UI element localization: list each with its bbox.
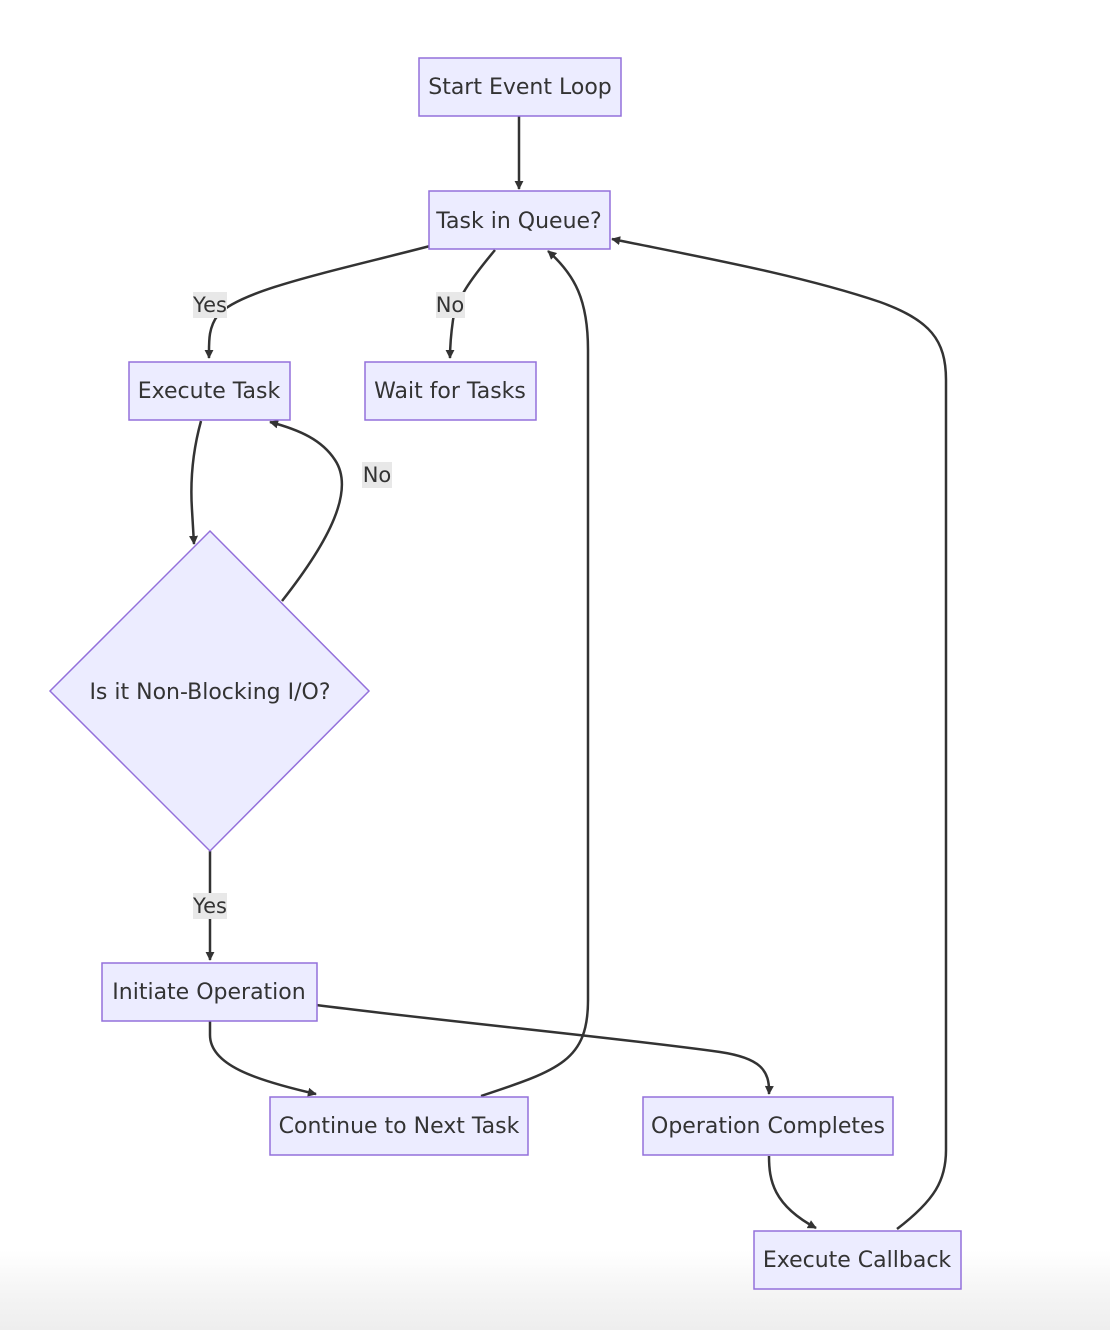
edge-labels: Yes No No Yes — [192, 292, 465, 919]
svg-text:No: No — [363, 463, 392, 487]
svg-text:No: No — [436, 293, 465, 317]
node-label: Task in Queue? — [435, 209, 601, 234]
edge-initiate-to-continue — [208, 1021, 317, 1097]
edge-completes-to-callback — [767, 1155, 817, 1230]
edge-label-nonblocking-no: No — [362, 462, 392, 488]
node-label: Wait for Tasks — [374, 379, 526, 404]
edge-label-nonblocking-yes: Yes — [192, 893, 227, 919]
node-execute-task[interactable]: Execute Task — [128, 361, 291, 421]
node-label: Initiate Operation — [112, 980, 305, 1005]
node-label: Continue to Next Task — [279, 1114, 520, 1139]
edge-nonblocking-no-to-execute-task — [269, 419, 344, 602]
edge-initiate-to-completes — [315, 1003, 774, 1095]
edge-execute-task-to-nonblocking — [189, 420, 203, 545]
svg-text:Yes: Yes — [192, 293, 227, 317]
edge-label-queue-yes: Yes — [192, 292, 227, 318]
edge-queue-to-execute-task — [204, 244, 431, 359]
node-label: Start Event Loop — [428, 75, 612, 100]
node-operation-completes[interactable]: Operation Completes — [642, 1096, 894, 1156]
edges — [189, 116, 948, 1230]
node-continue-to-next-task[interactable]: Continue to Next Task — [269, 1096, 529, 1156]
edge-continue-to-queue — [480, 250, 590, 1098]
node-label: Execute Callback — [763, 1248, 952, 1273]
edge-label-queue-no: No — [436, 292, 465, 318]
node-label: Operation Completes — [651, 1114, 885, 1139]
node-start-event-loop[interactable]: Start Event Loop — [418, 57, 622, 117]
node-label: Execute Task — [138, 379, 281, 404]
edge-queue-to-wait — [445, 249, 496, 359]
node-is-non-blocking-io[interactable]: Is it Non-Blocking I/O? — [48, 529, 371, 853]
svg-text:Yes: Yes — [192, 894, 227, 918]
node-label: Is it Non-Blocking I/O? — [89, 680, 330, 705]
node-task-in-queue[interactable]: Task in Queue? — [428, 190, 611, 250]
edge-callback-to-queue — [611, 236, 948, 1230]
node-wait-for-tasks[interactable]: Wait for Tasks — [364, 361, 537, 421]
node-initiate-operation[interactable]: Initiate Operation — [101, 962, 318, 1022]
node-execute-callback[interactable]: Execute Callback — [753, 1230, 962, 1290]
